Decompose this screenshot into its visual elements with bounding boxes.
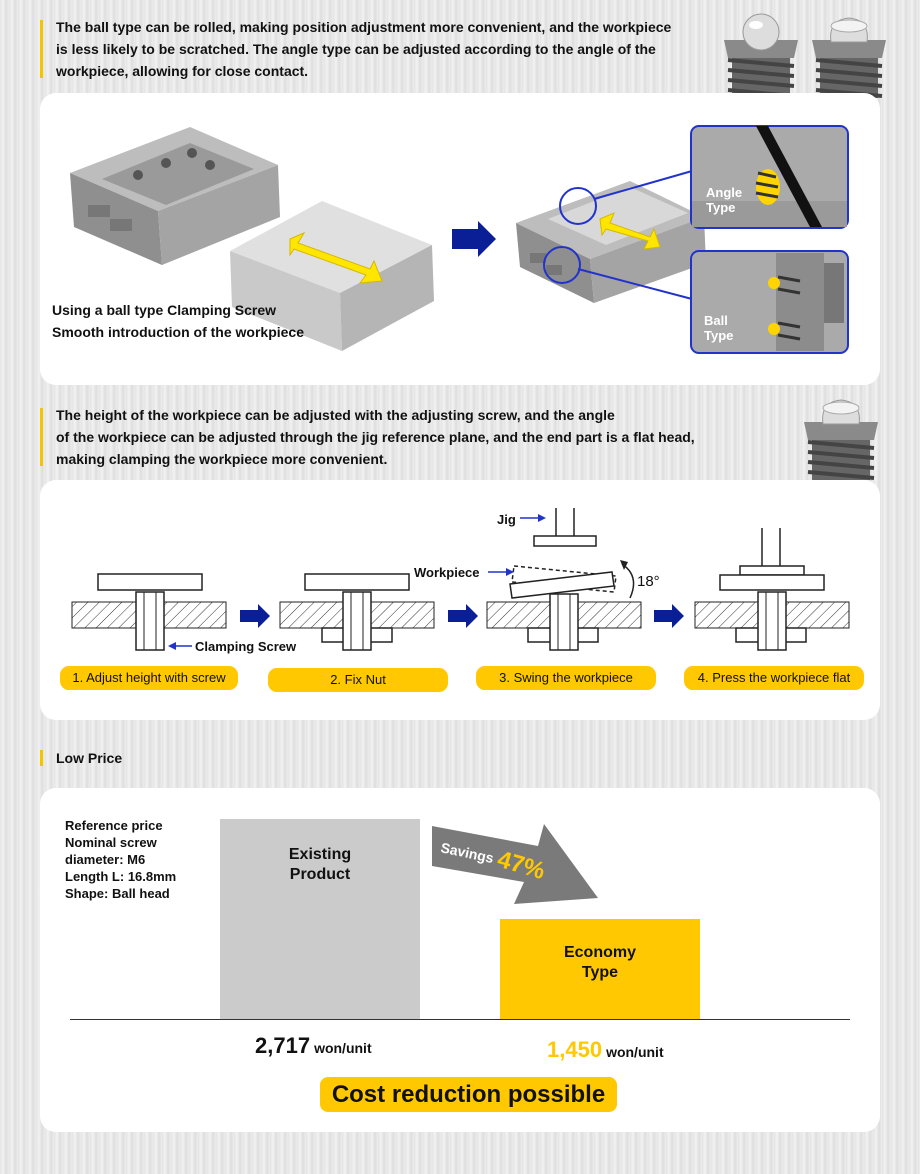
existing-price-value: 2,717 — [255, 1033, 311, 1058]
economy-price-value: 1,450 — [547, 1037, 603, 1062]
step-arrow — [240, 604, 270, 628]
ball-type-label-2: Type — [704, 328, 733, 343]
intro-line: workpiece, allowing for close contact. — [56, 63, 309, 79]
existing-label-line: Product — [289, 866, 351, 883]
zoom-circle-top — [559, 187, 597, 225]
process-diagram: Jig Workpiece Clamping Screw 18° — [71, 508, 850, 654]
step-label-3: 3. Swing the workpiece — [476, 666, 656, 690]
intro-line: of the workpiece can be adjusted through… — [56, 429, 695, 445]
caption-line: Using a ball type Clamping Screw — [52, 302, 277, 318]
economy-label-line: Economy — [563, 944, 636, 961]
reference-line: Length L: 16.8mm — [65, 869, 177, 884]
angle-type-label-2: Type — [706, 200, 735, 215]
ball-screw-thumbnail — [724, 13, 798, 98]
ball-type-inset: Ball Type — [690, 250, 849, 354]
reference-line: Shape: Ball head — [65, 886, 170, 901]
angle-screw-thumbnail — [812, 17, 886, 98]
jig-label: Jig — [497, 512, 516, 527]
section2-intro: The height of the workpiece can be adjus… — [40, 404, 756, 470]
savings-arrow: Savings 47% — [432, 824, 598, 904]
step3-diagram — [486, 508, 642, 651]
intro-line: is less likely to be scratched. The angl… — [56, 41, 656, 57]
existing-product-bar — [220, 819, 420, 1019]
workpiece-left — [230, 201, 434, 351]
reference-line: Reference price — [65, 818, 163, 833]
step2-diagram — [279, 573, 435, 651]
zoom-circle-bottom — [543, 246, 581, 284]
step-label-2: 2. Fix Nut — [268, 668, 448, 692]
reference-price-text: Reference price Nominal screw diameter: … — [65, 817, 215, 902]
jig-block-left — [70, 127, 280, 265]
angle-label: 18° — [637, 573, 660, 590]
process-arrow — [452, 221, 496, 257]
cost-reduction-banner: Cost reduction possible — [320, 1077, 617, 1112]
intro-line: The height of the workpiece can be adjus… — [56, 407, 615, 423]
step-arrow — [448, 604, 478, 628]
economy-type-bar — [500, 919, 700, 1019]
reference-line: Nominal screw — [65, 835, 157, 850]
clamping-illustration: Angle Type Ball Type — [70, 125, 849, 354]
economy-type-label: Economy Type — [500, 943, 700, 983]
section2-panel: Jig Workpiece Clamping Screw 18° 1. Adju… — [40, 480, 880, 720]
step1-diagram — [71, 573, 227, 651]
section1-panel: Angle Type Ball Type Using a ball type C… — [40, 93, 880, 385]
angle-type-inset: Angle Type — [690, 125, 849, 229]
existing-product-label: Existing Product — [220, 845, 420, 885]
angle-type-label-1: Angle — [706, 185, 742, 200]
angle-screw-thumbnail — [804, 399, 878, 480]
section1-intro: The ball type can be rolled, making posi… — [40, 16, 756, 82]
reference-line: diameter: M6 — [65, 852, 146, 867]
step-label-4: 4. Press the workpiece flat — [684, 666, 864, 690]
double-arrow-left — [289, 231, 383, 284]
jig-block-right — [516, 181, 706, 303]
intro-line: making clamping the workpiece more conve… — [56, 451, 388, 467]
section1-caption: Using a ball type Clamping Screw Smooth … — [52, 299, 304, 343]
ball-type-label-1: Ball — [704, 313, 728, 328]
workpiece-label: Workpiece — [414, 565, 480, 580]
caption-line: Smooth introduction of the workpiece — [52, 324, 304, 340]
step4-diagram — [694, 528, 850, 651]
chart-baseline — [70, 1019, 850, 1020]
economy-label-line: Type — [581, 964, 619, 981]
intro-line: The ball type can be rolled, making posi… — [56, 19, 672, 35]
price-unit: won/unit — [606, 1044, 664, 1060]
step-arrow — [654, 604, 684, 628]
clamping-screw-label: Clamping Screw — [195, 639, 297, 654]
existing-label-line: Existing — [288, 846, 352, 863]
step-label-1: 1. Adjust height with screw — [60, 666, 238, 690]
price-unit: won/unit — [314, 1040, 372, 1056]
low-price-heading: Low Price — [40, 748, 122, 768]
